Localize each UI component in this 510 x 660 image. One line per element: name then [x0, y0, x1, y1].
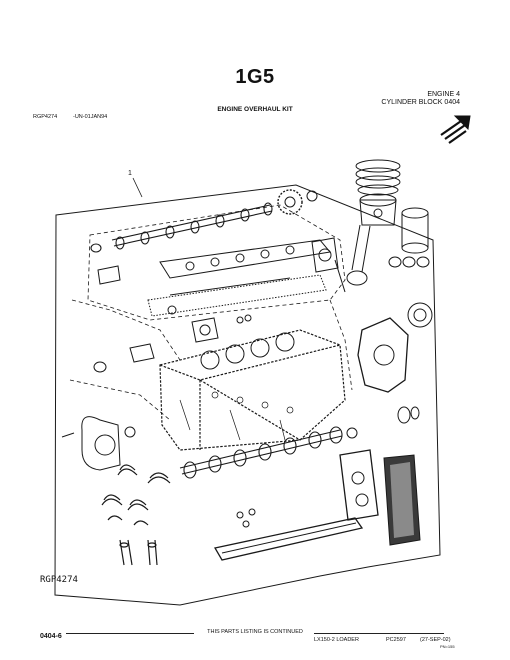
figure-reference-date: -UN-01JAN94 — [73, 114, 108, 120]
figure-reference: RGP4274 — [33, 114, 58, 120]
page-number: 0404-6 — [40, 633, 62, 640]
kit-title: ENGINE OVERHAUL KIT — [217, 106, 293, 113]
section-label: ENGINE 4 — [427, 91, 460, 98]
machine-model: LX150-2 LOADER — [314, 637, 359, 643]
continued-rule-right — [314, 633, 444, 634]
parts-catalog-number: PC2597 — [386, 637, 406, 643]
continued-rule-left — [66, 633, 194, 634]
page-code: 1G5 — [235, 66, 275, 88]
continued-notice: THIS PARTS LISTING IS CONTINUED — [207, 629, 303, 635]
subsection-label: CYLINDER BLOCK 0404 — [381, 99, 460, 106]
callout-number: 1 — [128, 170, 132, 177]
figure-label: RGP4274 — [40, 575, 78, 585]
revision-date: (27-SEP-02) — [420, 637, 451, 643]
arrow-icon — [440, 115, 471, 144]
page-code-small: PN=155 — [440, 644, 455, 649]
